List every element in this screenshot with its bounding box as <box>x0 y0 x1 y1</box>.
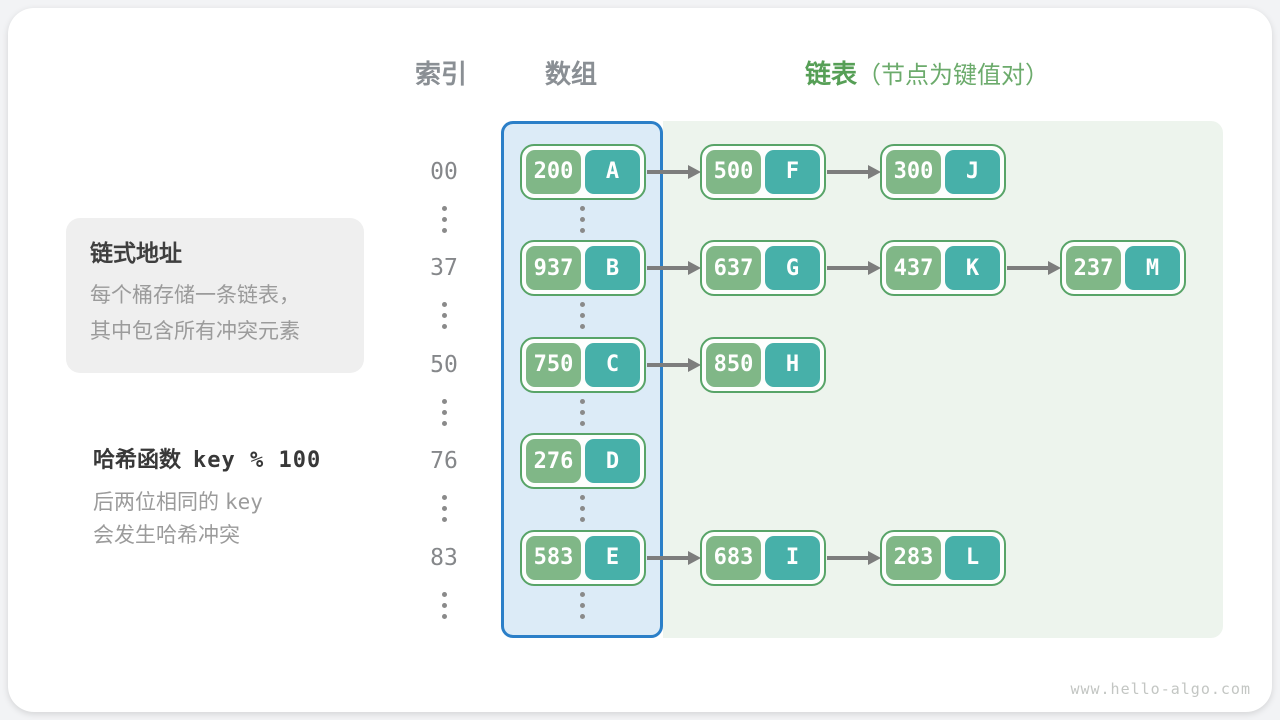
hash-function-label: 哈希函数 <box>93 447 182 472</box>
hash-note-line1-code: key <box>225 490 263 514</box>
pointer-arrow <box>647 266 688 270</box>
node-value-cell: F <box>765 149 820 194</box>
node-value-cell: B <box>585 246 640 290</box>
node-value-cell: A <box>585 149 640 194</box>
ellipsis-dots <box>579 591 585 625</box>
pointer-arrow <box>827 555 868 560</box>
node-key-cell: 437 <box>886 246 941 290</box>
bucket-index-label: 83 <box>430 544 458 571</box>
bucket-index-label: 37 <box>430 255 458 281</box>
pointer-arrow <box>1007 266 1048 270</box>
hash-function-formula: key % 100 <box>193 448 322 473</box>
hash-note-line1-text: 后两位相同的 <box>93 491 219 514</box>
node-key-cell: 283 <box>886 535 941 580</box>
ellipsis-dots <box>579 205 585 239</box>
node-key-cell: 937 <box>526 246 581 290</box>
watermark: www.hello-algo.com <box>1070 680 1251 698</box>
ellipsis-dots <box>441 495 447 528</box>
callout-title: 链式地址 <box>90 240 182 266</box>
node-value-cell: L <box>945 535 1000 580</box>
node-key-cell: 683 <box>706 535 761 580</box>
pointer-arrow <box>827 169 868 174</box>
ellipsis-dots <box>441 205 447 239</box>
node-key-cell: 300 <box>886 149 941 194</box>
column-header-index: 索引 <box>414 59 467 89</box>
column-header-array: 数组 <box>544 59 597 89</box>
node-value-cell: D <box>585 439 640 483</box>
hash-function-title: 哈希函数 key % 100 <box>93 442 321 474</box>
callout-chaining: 链式地址 每个桶存储一条链表， 其中包含所有冲突元素 <box>66 218 364 373</box>
pointer-arrow <box>647 169 688 174</box>
hash-note-line1: 后两位相同的 key <box>93 486 263 516</box>
node-key-cell: 583 <box>526 535 581 580</box>
list-note: （节点为键值对） <box>857 62 1050 89</box>
ellipsis-dots <box>579 495 585 528</box>
ellipsis-dots <box>441 398 447 432</box>
column-header-list: 链表（节点为键值对） <box>805 59 1049 89</box>
pointer-arrow <box>647 555 688 560</box>
node-key-cell: 200 <box>526 149 581 194</box>
node-key-cell: 637 <box>706 246 761 290</box>
node-value-cell: E <box>585 535 640 580</box>
pointer-arrow <box>827 266 868 270</box>
node-value-cell: H <box>765 342 820 387</box>
diagram-card: 索引 数组 链表（节点为键值对） 链式地址 每个桶存储一条链表， 其中包含所有冲… <box>8 8 1272 712</box>
hash-note-line2: 会发生哈希冲突 <box>93 524 240 547</box>
node-key-cell: 237 <box>1066 246 1121 290</box>
callout-line: 每个桶存储一条链表， <box>90 284 300 307</box>
node-key-cell: 500 <box>706 149 761 194</box>
bucket-index-label: 76 <box>430 448 458 474</box>
node-key-cell: 850 <box>706 342 761 387</box>
node-key-cell: 750 <box>526 342 581 387</box>
node-value-cell: I <box>765 535 820 580</box>
pointer-arrow <box>647 362 688 367</box>
bucket-index-label: 00 <box>430 158 458 185</box>
list-label: 链表 <box>805 59 858 89</box>
node-value-cell: C <box>585 342 640 387</box>
ellipsis-dots <box>441 302 447 335</box>
bucket-index-label: 50 <box>430 351 458 378</box>
node-value-cell: K <box>945 246 1000 290</box>
node-key-cell: 276 <box>526 439 581 483</box>
node-value-cell: G <box>765 246 820 290</box>
node-value-cell: M <box>1125 246 1180 290</box>
ellipsis-dots <box>579 302 585 335</box>
node-value-cell: J <box>945 149 1000 194</box>
ellipsis-dots <box>441 591 447 625</box>
callout-line: 其中包含所有冲突元素 <box>90 320 300 343</box>
ellipsis-dots <box>579 398 585 432</box>
